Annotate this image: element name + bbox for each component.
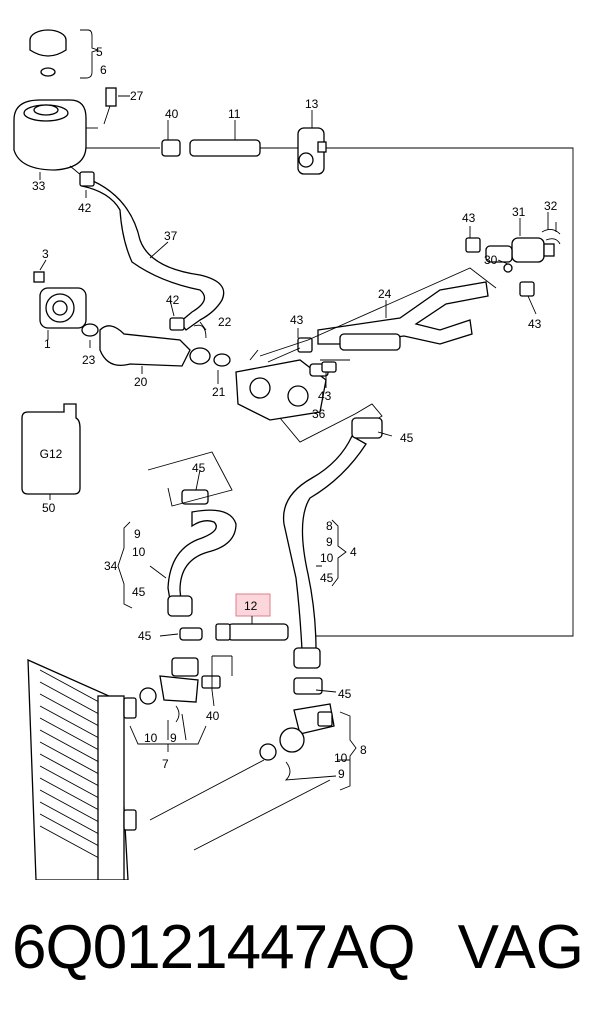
callout-43a: 43	[290, 313, 304, 327]
callout-8b: 8	[360, 743, 367, 757]
callout-27: 27	[130, 89, 144, 103]
hose-24	[297, 281, 489, 373]
callout-45d: 45	[320, 571, 334, 585]
connector-7	[129, 655, 233, 752]
callout-9d: 9	[338, 767, 345, 781]
bracket-24	[259, 267, 497, 363]
housing-1	[33, 271, 99, 337]
callout-10d: 10	[334, 751, 348, 765]
callout-50: 50	[42, 501, 56, 515]
callout-40a: 40	[165, 107, 179, 121]
callout-42a: 42	[78, 201, 92, 215]
callout-12: 12	[244, 599, 258, 613]
callout-33: 33	[32, 179, 46, 193]
bracket-5-6	[80, 29, 100, 79]
coolant-canister-50: G12	[21, 403, 81, 495]
callout-45a: 45	[400, 431, 414, 445]
callout-30: 30	[484, 253, 498, 267]
callout-3: 3	[42, 247, 49, 261]
expansion-tank	[13, 99, 98, 177]
canister-label: G12	[40, 447, 63, 461]
filler-cap	[29, 29, 67, 77]
hose-4	[282, 417, 383, 695]
callout-43d: 43	[528, 317, 542, 331]
hose-34	[167, 489, 237, 617]
clamp-42a	[79, 171, 95, 187]
callout-36: 36	[312, 407, 326, 421]
part-number: 6Q0121447AQ	[12, 913, 416, 982]
callout-9a: 9	[134, 527, 141, 541]
callout-42b: 42	[166, 293, 180, 307]
callout-45f: 45	[338, 687, 352, 701]
brand-name: VAG	[457, 913, 584, 982]
pipe-20	[99, 325, 191, 367]
hose-12	[215, 616, 289, 641]
callout-20: 20	[134, 375, 148, 389]
callout-45e: 45	[138, 629, 152, 643]
callout-43b: 43	[318, 389, 332, 403]
coolant-hose-diagram: G12	[13, 29, 574, 880]
callout-45c: 45	[132, 585, 146, 599]
callout-9b: 9	[326, 535, 333, 549]
bracket-4	[331, 519, 347, 587]
hose-route-line	[258, 147, 574, 637]
callout-1: 1	[44, 337, 51, 351]
callout-21: 21	[212, 385, 226, 399]
bracket-34	[117, 451, 233, 609]
sensor-27	[103, 87, 117, 125]
callout-4: 4	[350, 545, 357, 559]
callout-8a: 8	[326, 519, 333, 533]
callout-22: 22	[218, 315, 232, 329]
callout-11: 11	[228, 107, 241, 121]
callout-45b: 45	[192, 461, 206, 475]
callout-40b: 40	[206, 709, 220, 723]
callout-43c: 43	[462, 211, 476, 225]
callout-10c: 10	[144, 731, 158, 745]
valve-31	[465, 229, 561, 297]
bracket-8	[149, 759, 331, 851]
callout-37: 37	[164, 229, 178, 243]
callout-23: 23	[82, 353, 96, 367]
radiator	[27, 658, 137, 880]
callout-6: 6	[100, 63, 107, 77]
flange-13	[297, 127, 327, 175]
callout-9c: 9	[170, 731, 177, 745]
callout-34: 34	[104, 559, 118, 573]
callout-13: 13	[305, 97, 319, 111]
highlight-box-12	[235, 593, 271, 617]
callout-5: 5	[96, 45, 103, 59]
hose-11	[161, 139, 261, 157]
callout-7: 7	[162, 757, 169, 771]
connector-8	[259, 703, 357, 791]
thermostat-housing-36	[235, 359, 329, 421]
callout-32: 32	[544, 199, 558, 213]
callout-24: 24	[378, 287, 392, 301]
callout-10a: 10	[132, 545, 146, 559]
callout-10b: 10	[320, 551, 334, 565]
hose-37	[81, 177, 225, 331]
callout-31: 31	[512, 205, 526, 219]
